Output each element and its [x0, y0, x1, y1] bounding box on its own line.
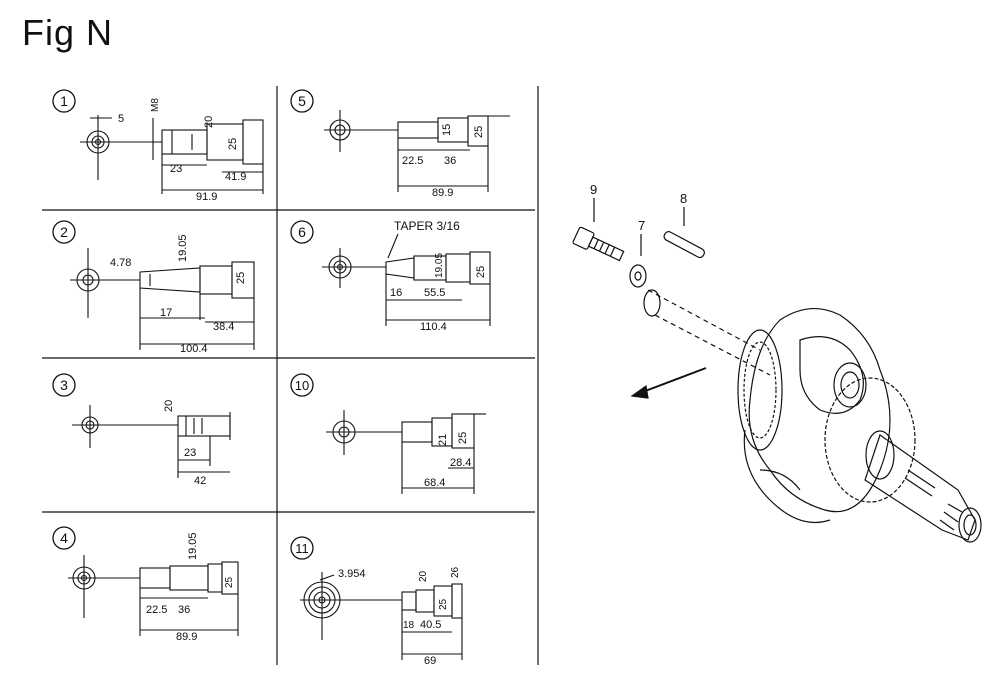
callout-8: 8 — [680, 191, 687, 206]
direction-arrow — [639, 367, 707, 394]
dim-label: 25 — [224, 576, 235, 588]
dim-label: 3.954 — [338, 568, 366, 580]
crank-web — [748, 307, 891, 513]
dim-label: 69 — [424, 655, 436, 667]
panel-2: 2 4.78 19.05 25 17 38.4 100.4 — [52, 220, 255, 355]
panel-4: 4 19.05 25 22.5 36 89.9 — [52, 526, 239, 643]
callout-number: 2 — [60, 224, 68, 240]
dim-label: 68.4 — [424, 477, 445, 489]
callout-number: 4 — [60, 530, 68, 546]
dim-label: 40.5 — [420, 619, 441, 631]
dim-label: 21 — [437, 434, 449, 446]
dim-label: 38.4 — [213, 321, 234, 333]
callout-number: 10 — [295, 378, 309, 393]
dim-label: 25 — [475, 266, 487, 278]
crankshaft-assembly: 9 7 8 — [572, 182, 982, 543]
dim-label: 20 — [203, 116, 215, 128]
dim-label: 100.4 — [180, 343, 208, 355]
panel-6: 6 TAPER 3/16 19.05 25 16 55.5 110.4 — [290, 219, 491, 333]
panel-5: 5 15 25 22.5 36 89.9 — [290, 89, 510, 199]
panel-3: 3 20 23 42 — [52, 373, 231, 487]
shaft-side-view — [161, 129, 208, 155]
washer-part — [629, 264, 647, 288]
dim-label: 25 — [235, 272, 247, 284]
callout-circle — [290, 220, 314, 244]
callout-number: 1 — [60, 93, 68, 109]
shaft-side-view — [139, 267, 201, 293]
callout-circle — [290, 89, 314, 113]
callout-circle — [290, 536, 314, 560]
callout-circle — [52, 526, 76, 550]
callout-number: 3 — [60, 377, 68, 393]
dim-label: 23 — [184, 447, 196, 459]
dim-label: 22.5 — [146, 604, 167, 616]
callout-9: 9 — [590, 182, 597, 197]
callout-circle — [52, 89, 76, 113]
dim-label: M8 — [150, 98, 161, 112]
timing-gear — [824, 377, 916, 503]
key-part — [663, 231, 705, 259]
taper-note: TAPER 3/16 — [394, 219, 460, 233]
panel-10: 10 21 25 28.4 68.4 — [290, 373, 486, 494]
crank-gear — [737, 329, 783, 451]
dim-label: 36 — [444, 155, 456, 167]
figure-title: Fig N — [22, 12, 114, 53]
dim-label: 20 — [418, 570, 429, 582]
bolt-part — [572, 226, 625, 262]
dim-label: 17 — [160, 307, 172, 319]
dim-label: 18 — [403, 620, 415, 631]
dim-label: 42 — [194, 475, 206, 487]
shaft-side-view — [385, 257, 415, 279]
dim-label: 4.78 — [110, 257, 131, 269]
dim-label: 19.05 — [177, 234, 189, 262]
dim-label: 16 — [390, 287, 402, 299]
dim-label: 25 — [473, 126, 485, 138]
shaft-side-view — [401, 591, 417, 611]
callout-number: 5 — [298, 93, 306, 109]
dim-label: 55.5 — [424, 287, 445, 299]
dim-label: 19.05 — [434, 253, 445, 278]
dim-label: 110.4 — [420, 321, 447, 333]
dim-label: 89.9 — [176, 631, 197, 643]
dim-label: 15 — [441, 124, 453, 136]
dim-label: 28.4 — [450, 457, 471, 469]
callout-number: 6 — [298, 224, 306, 240]
dim-label: 23 — [170, 163, 182, 175]
dim-label: 19.05 — [187, 532, 199, 560]
shaft-side-view — [397, 121, 439, 139]
callout-circle — [52, 373, 76, 397]
dim-label: 25 — [457, 432, 469, 444]
shaft-side-view — [139, 567, 171, 589]
dim-label: 20 — [163, 400, 175, 412]
dim-label: 25 — [438, 598, 449, 610]
output-shaft — [864, 430, 982, 543]
callout-number: 11 — [295, 541, 309, 556]
dim-label: 41.9 — [225, 171, 246, 183]
dim-label: 36 — [178, 604, 190, 616]
callout-7: 7 — [638, 218, 645, 233]
dim-label: 91.9 — [196, 191, 217, 203]
callout-circle — [52, 220, 76, 244]
panel-1: 1 5 M8 20 25 23 41.9 91.9 — [52, 89, 264, 203]
dim-label: 25 — [227, 138, 239, 150]
dim-label: 22.5 — [402, 155, 423, 167]
dim-label: 26 — [450, 566, 461, 578]
dim-label: 89.9 — [432, 187, 453, 199]
panel-11: 11 3.954 20 26 25 18 40.5 69 — [290, 536, 463, 667]
shaft-side-view — [401, 421, 433, 443]
dim-label: 5 — [118, 113, 124, 125]
callout-circle — [290, 373, 314, 397]
